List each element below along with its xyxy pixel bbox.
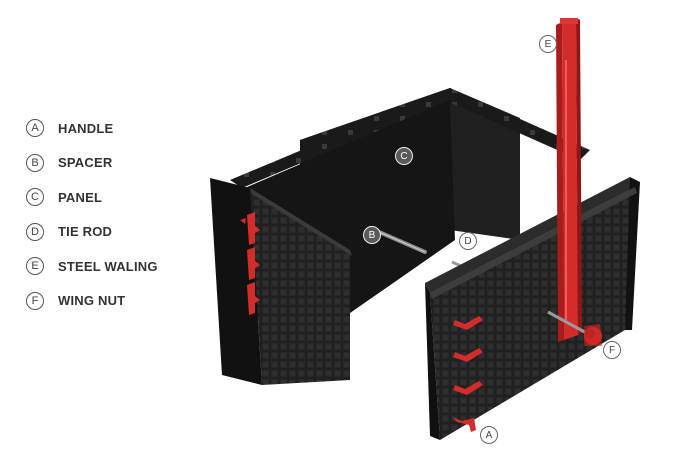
callout-e: E <box>539 35 557 53</box>
legend: A HANDLE B SPACER C PANEL D TIE ROD E ST… <box>26 117 158 325</box>
legend-label: HANDLE <box>58 120 114 136</box>
right-front-panel <box>425 177 640 440</box>
handles-left <box>240 212 260 315</box>
legend-marker: E <box>26 257 44 276</box>
legend-item-handle: A HANDLE <box>26 117 158 139</box>
legend-marker: B <box>26 153 44 172</box>
legend-marker: A <box>26 119 44 137</box>
legend-marker: F <box>26 291 44 310</box>
callout-d: D <box>459 232 477 250</box>
legend-label: TIE ROD <box>58 224 113 240</box>
legend-item-steel-waling: E STEEL WALING <box>26 255 158 277</box>
legend-label: SPACER <box>58 155 113 171</box>
top-rim <box>230 88 590 188</box>
callout-c: C <box>395 147 413 165</box>
callout-b: B <box>363 226 381 244</box>
callout-a: A <box>480 426 498 444</box>
callout-f: F <box>603 341 621 359</box>
legend-item-spacer: B SPACER <box>26 152 158 174</box>
legend-item-tie-rod: D TIE ROD <box>26 221 158 243</box>
legend-marker: C <box>26 188 44 207</box>
legend-label: PANEL <box>58 189 103 205</box>
legend-item-wing-nut: F WING NUT <box>26 290 158 312</box>
handles-right <box>452 316 483 432</box>
legend-item-panel: C PANEL <box>26 186 158 208</box>
legend-marker: D <box>26 222 44 241</box>
legend-label: WING NUT <box>58 293 126 309</box>
wing-nut <box>547 310 602 346</box>
legend-label: STEEL WALING <box>58 258 158 274</box>
steel-waling <box>556 18 582 342</box>
